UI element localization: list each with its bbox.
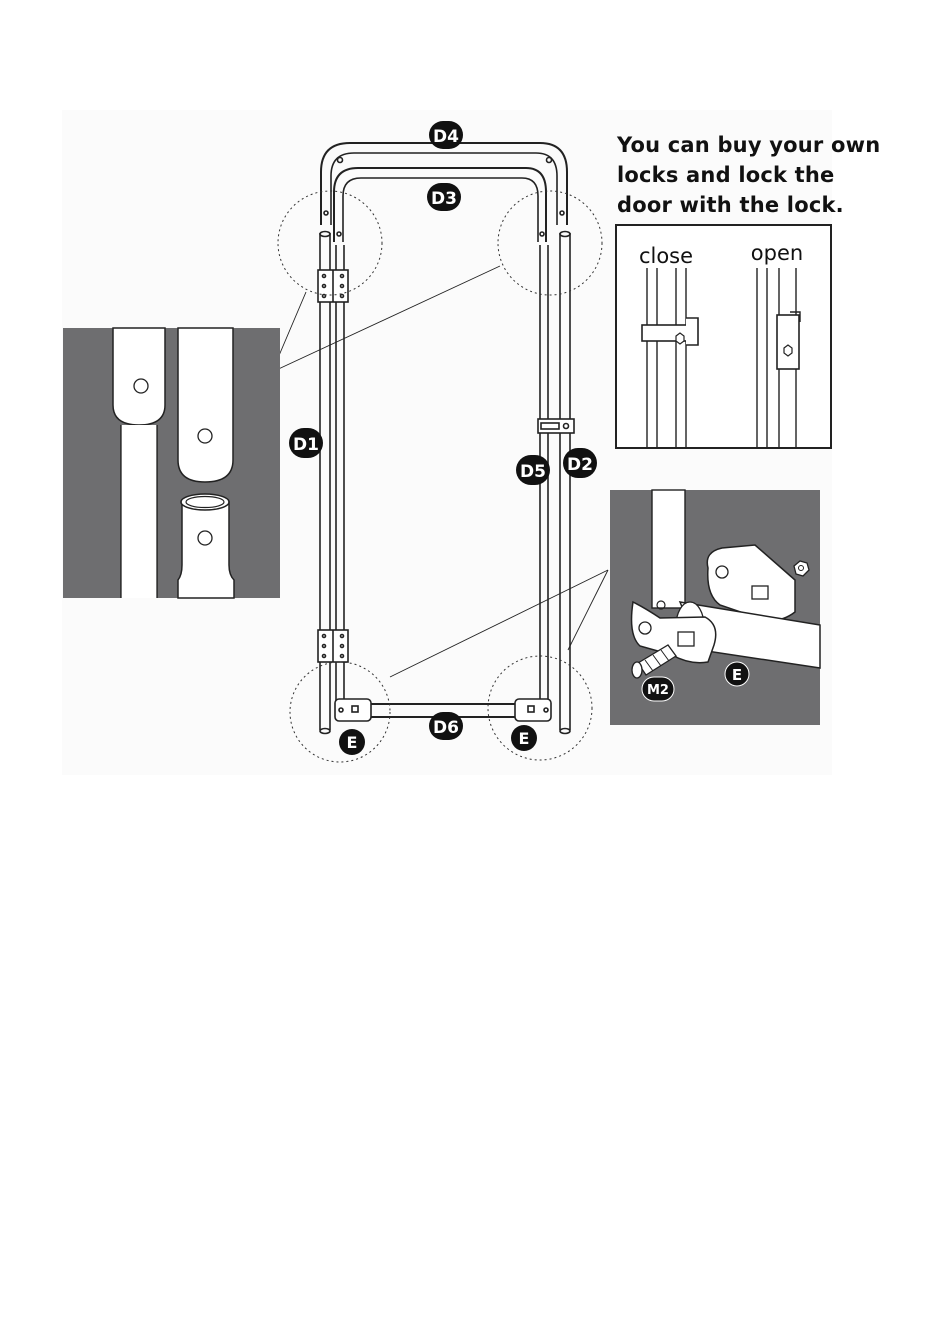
badge-d4: D4 — [429, 121, 463, 149]
door-latch — [538, 419, 574, 433]
label-detail-m2: M2 — [647, 683, 669, 698]
lock-note: You can buy your own locks and lock the … — [617, 130, 917, 220]
label-d5: D5 — [520, 462, 546, 482]
detail-tube-connection — [63, 328, 280, 598]
badge-d5: D5 — [516, 455, 550, 485]
label-d6: D6 — [433, 718, 459, 738]
badge-d3: D3 — [427, 183, 461, 211]
label-d4: D4 — [433, 127, 459, 147]
badge-e-left: E — [339, 729, 365, 755]
label-d2: D2 — [567, 455, 593, 475]
badge-d2: D2 — [563, 448, 597, 478]
detail-tube-bg — [63, 328, 280, 598]
lock-open-label: open — [751, 241, 803, 265]
label-e-right: E — [519, 729, 530, 748]
lock-open-latch — [777, 312, 800, 369]
tube-end-left — [113, 328, 165, 425]
badge-detail-e: E — [725, 662, 749, 686]
label-d3: D3 — [431, 189, 457, 209]
badge-e-right: E — [511, 725, 537, 751]
tube-upper-right — [178, 328, 233, 482]
lock-note-line-1: You can buy your own — [617, 130, 917, 160]
badge-d1: D1 — [289, 428, 323, 458]
tube-lower-socket — [178, 502, 234, 598]
detail-bracket-e — [610, 490, 820, 725]
label-detail-e: E — [732, 666, 742, 684]
hinge-bottom — [318, 630, 348, 662]
label-d1: D1 — [293, 435, 319, 455]
lock-close-label: close — [639, 244, 693, 268]
lock-note-line-3: door with the lock. — [617, 190, 917, 220]
badge-d6: D6 — [429, 712, 463, 740]
hinge-top — [318, 270, 348, 302]
e-bracket-left — [335, 699, 371, 721]
label-e-left: E — [347, 733, 358, 752]
badge-detail-m2: M2 — [642, 677, 674, 701]
lock-detail: close open — [616, 225, 831, 448]
lock-note-line-2: locks and lock the — [617, 160, 917, 190]
tube-end-left-lower — [121, 425, 157, 598]
e-bracket-right — [515, 699, 551, 721]
tube-socket-rim-inner — [186, 497, 224, 508]
bracket-detail-post — [652, 490, 685, 608]
